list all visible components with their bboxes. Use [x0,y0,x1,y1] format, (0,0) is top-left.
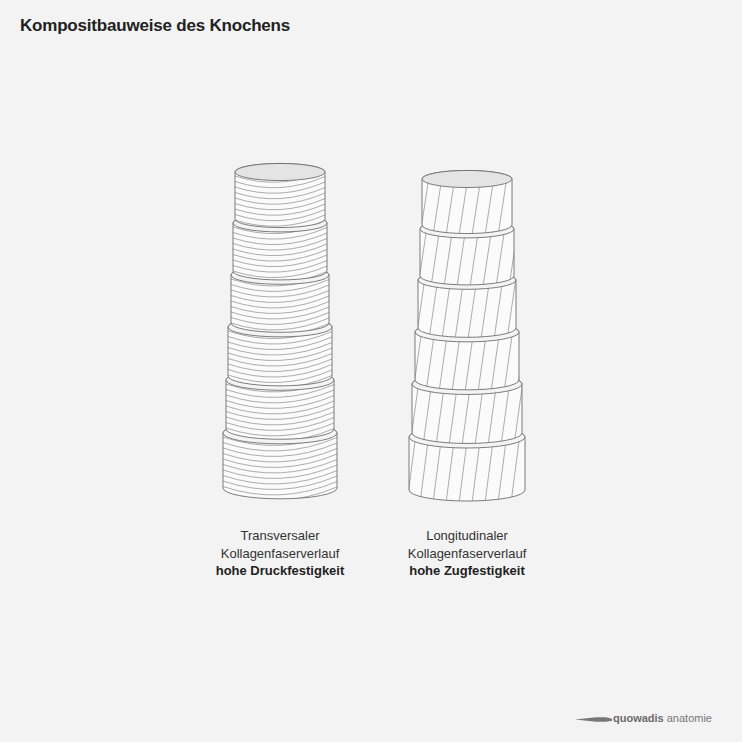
segment-fill [422,170,512,233]
scalpel-logo [575,717,612,722]
property-label: hohe Druckfestigkeit [195,562,365,580]
collagen-fibres [407,170,521,235]
cylinder-stacks [223,163,537,511]
caption-group: Transversaler Kollagenfaserverlaufhohe D… [195,527,365,580]
fibre-lines [407,170,521,235]
segment-outline [422,170,512,233]
segment-top [235,163,325,180]
segment-outline [235,163,325,227]
cylinder-segment [407,170,521,235]
logo-subject: anatomie [667,712,712,724]
fibre-orientation-label: Longitudinaler Kollagenfaserverlauf [382,527,552,562]
logo-brand: quowadis [613,712,664,724]
cylinder-segment [235,163,325,237]
segment-top [422,170,512,187]
diagram-title: Kompositbauweise des Knochens [20,16,290,36]
property-label: hohe Zugfestigkeit [382,562,552,580]
caption-group: Longitudinaler Kollagenfaserverlaufhohe … [382,527,552,580]
fibre-orientation-label: Transversaler Kollagenfaserverlauf [195,527,365,562]
logo: quowadisanatomie [613,712,712,724]
